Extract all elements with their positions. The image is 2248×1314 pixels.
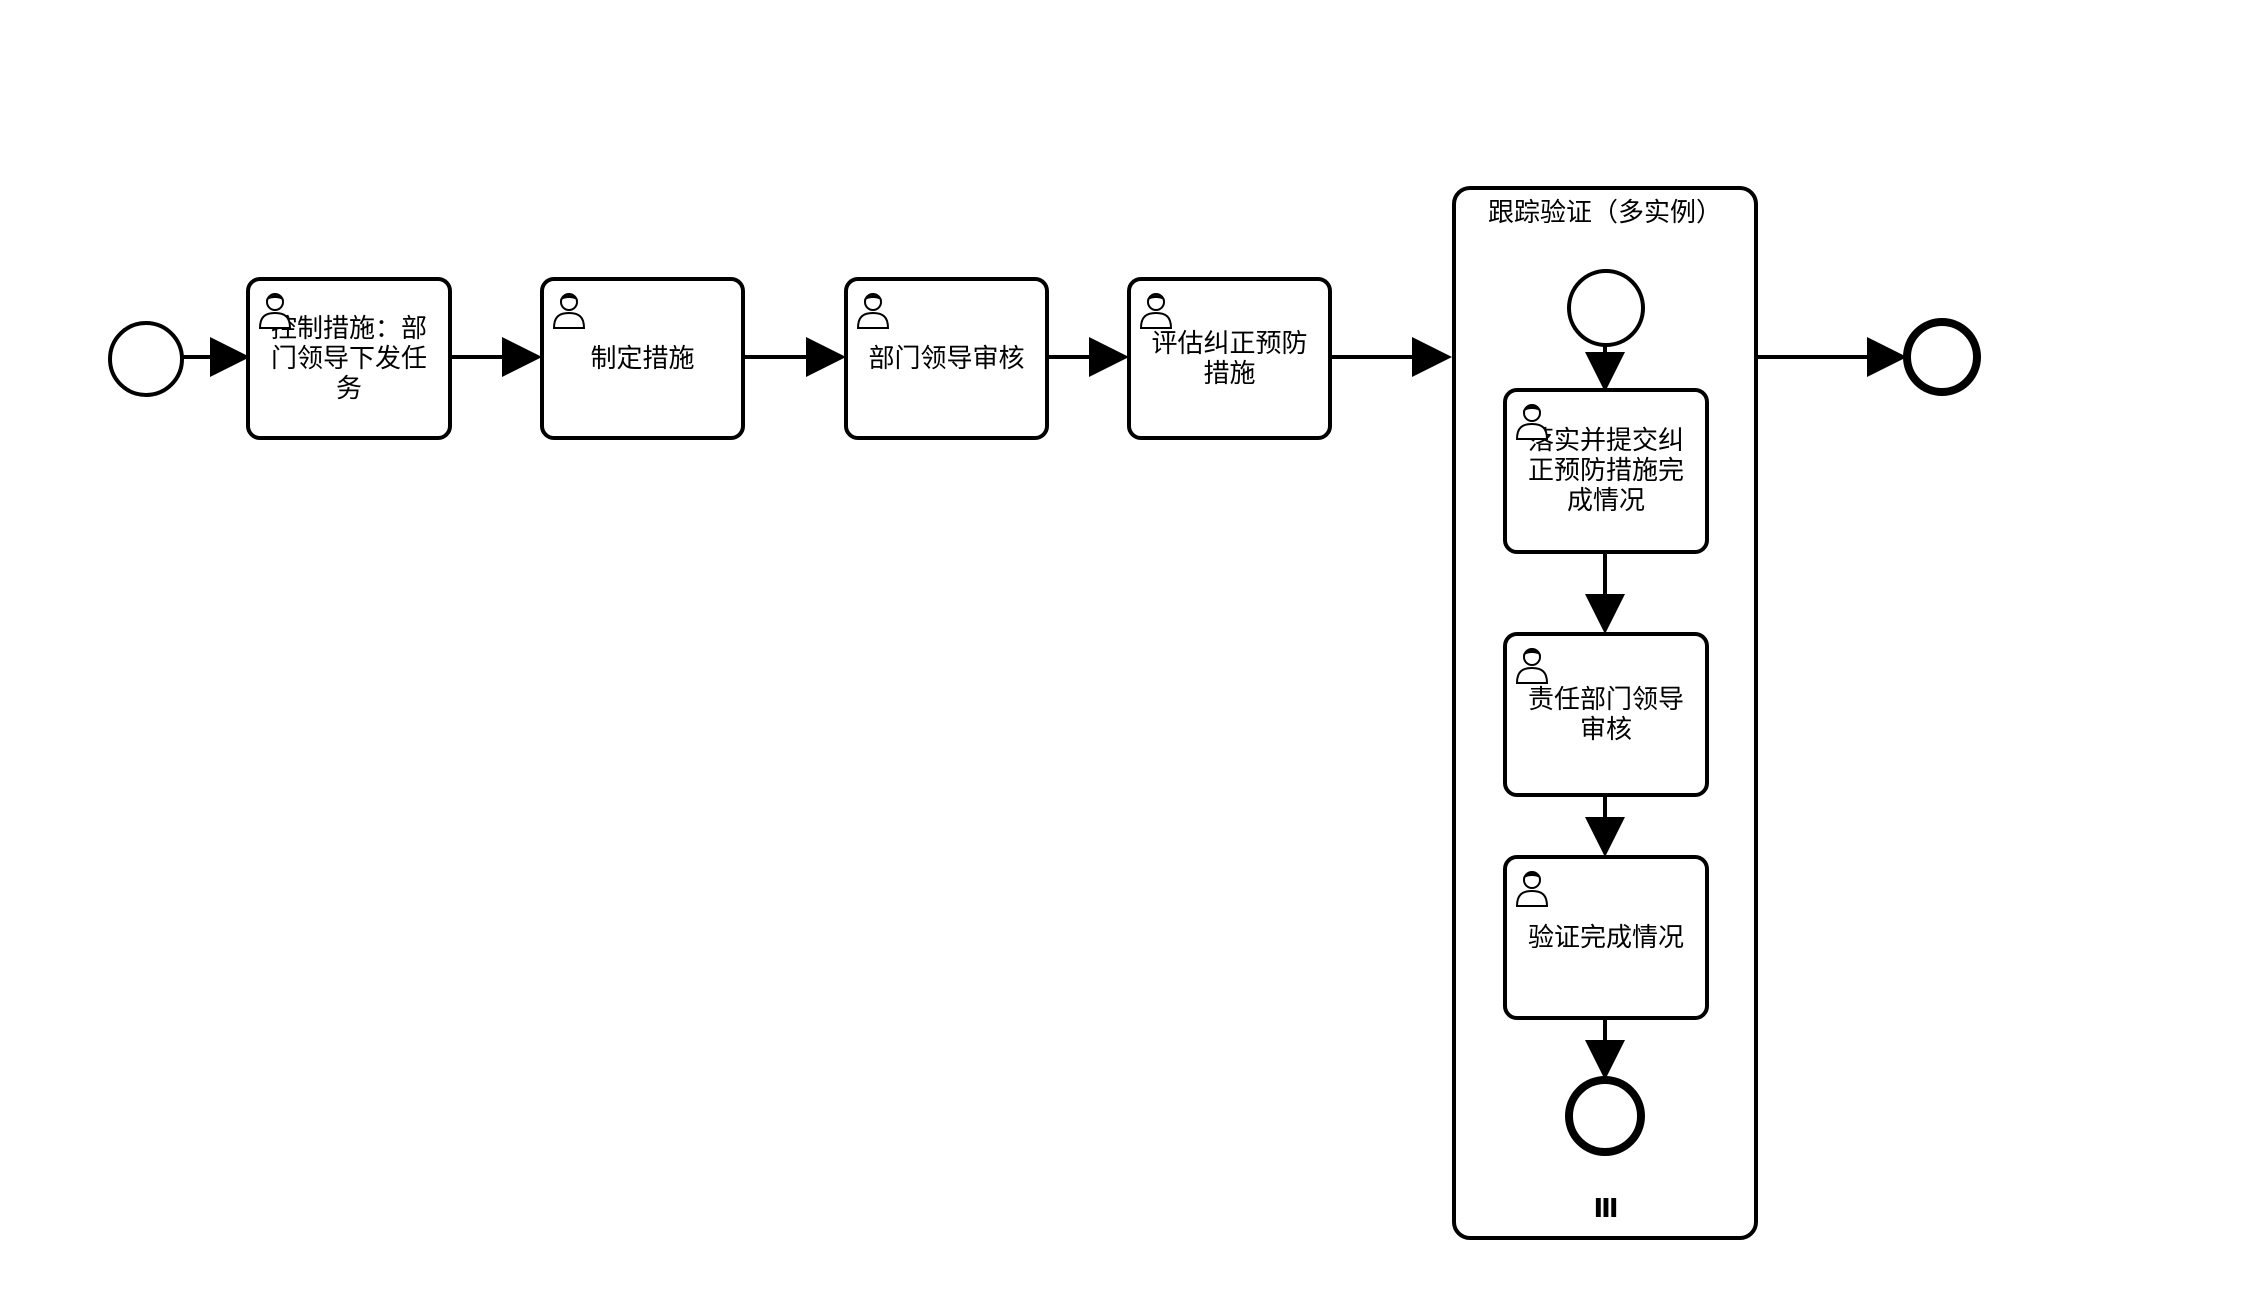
user-icon [1515,404,1549,440]
user-icon [1515,648,1549,684]
task-responsible-leader-review[interactable]: 责任部门领导审核 [1503,632,1709,797]
task-implement-submit[interactable]: 落实并提交纠正预防措施完成情况 [1503,388,1709,554]
task-label: 责任部门领导审核 [1527,684,1684,745]
start-event[interactable] [108,321,184,397]
task-verify-completion[interactable]: 验证完成情况 [1503,855,1709,1020]
user-icon [552,293,586,329]
subprocess-title: 跟踪验证（多实例） [1487,198,1722,228]
task-formulate-measures[interactable]: 制定措施 [540,277,745,440]
user-icon [1515,871,1549,907]
task-department-leader-assign[interactable]: 控制措施：部门领导下发任务 [246,277,452,440]
task-department-leader-review[interactable]: 部门领导审核 [844,277,1049,440]
task-label: 落实并提交纠正预防措施完成情况 [1527,426,1684,516]
task-label: 验证完成情况 [1527,922,1684,953]
subprocess-tracking-verification[interactable]: 跟踪验证（多实例） III [1452,186,1758,1240]
task-label: 部门领导审核 [868,343,1025,374]
user-icon [856,293,890,329]
sub-start-event[interactable] [1567,269,1645,347]
end-event[interactable] [1903,318,1981,396]
task-label: 控制措施：部门领导下发任务 [270,313,427,404]
multi-instance-marker-icon: III [1593,1194,1618,1224]
task-evaluate-corrective-measures[interactable]: 评估纠正预防措施 [1127,277,1332,440]
task-label: 制定措施 [590,343,695,374]
user-icon [258,293,292,329]
user-icon [1139,293,1173,329]
task-label: 评估纠正预防措施 [1151,328,1308,389]
sub-end-event[interactable] [1565,1076,1645,1156]
